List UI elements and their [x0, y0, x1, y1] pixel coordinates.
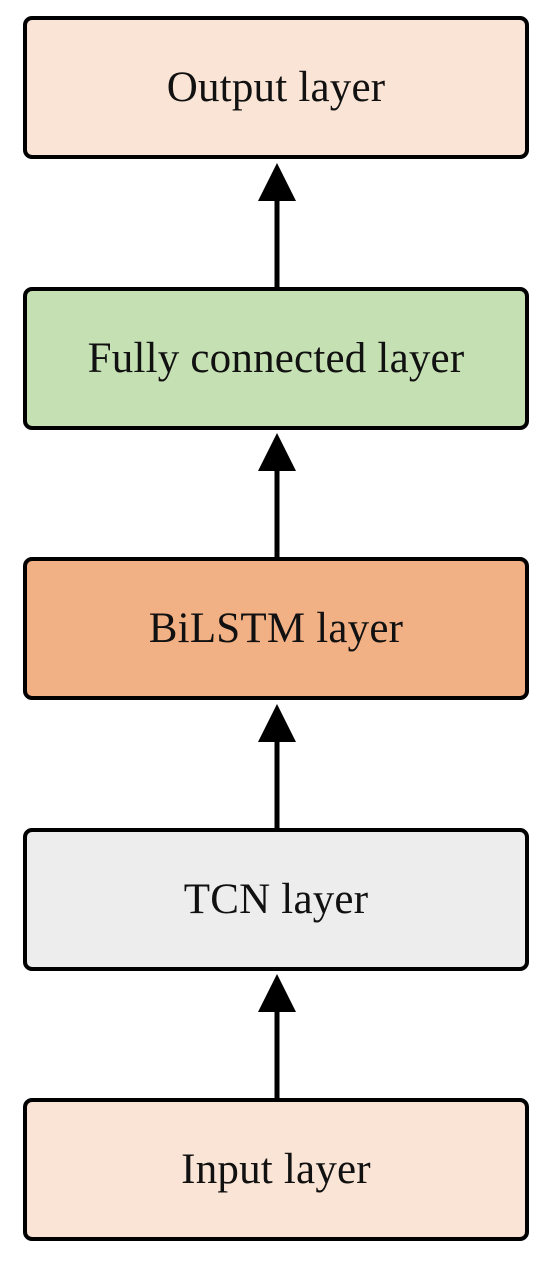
tcn-layer-box: TCN layer: [23, 828, 529, 971]
tcn-layer-label: TCN layer: [183, 876, 369, 923]
bilstm-layer-box: BiLSTM layer: [23, 557, 529, 700]
output-layer-label: Output layer: [166, 64, 386, 111]
arrow-bilstm-to-fc: [258, 433, 296, 557]
output-layer-box: Output layer: [23, 16, 529, 159]
arrow-tcn-to-bilstm: [258, 704, 296, 828]
arrow-input-to-tcn-head: [258, 974, 296, 1012]
fully-connected-layer-box: Fully connected layer: [23, 287, 529, 430]
arrow-fc-to-output-head: [258, 163, 296, 201]
arrow-input-to-tcn: [258, 974, 296, 1098]
arrow-bilstm-to-fc-head: [258, 433, 296, 471]
fully-connected-layer-label: Fully connected layer: [87, 335, 465, 382]
input-layer-box: Input layer: [23, 1098, 529, 1241]
bilstm-layer-label: BiLSTM layer: [148, 605, 404, 652]
arrow-tcn-to-bilstm-head: [258, 704, 296, 742]
input-layer-label: Input layer: [181, 1146, 371, 1193]
arrow-fc-to-output: [258, 163, 296, 287]
